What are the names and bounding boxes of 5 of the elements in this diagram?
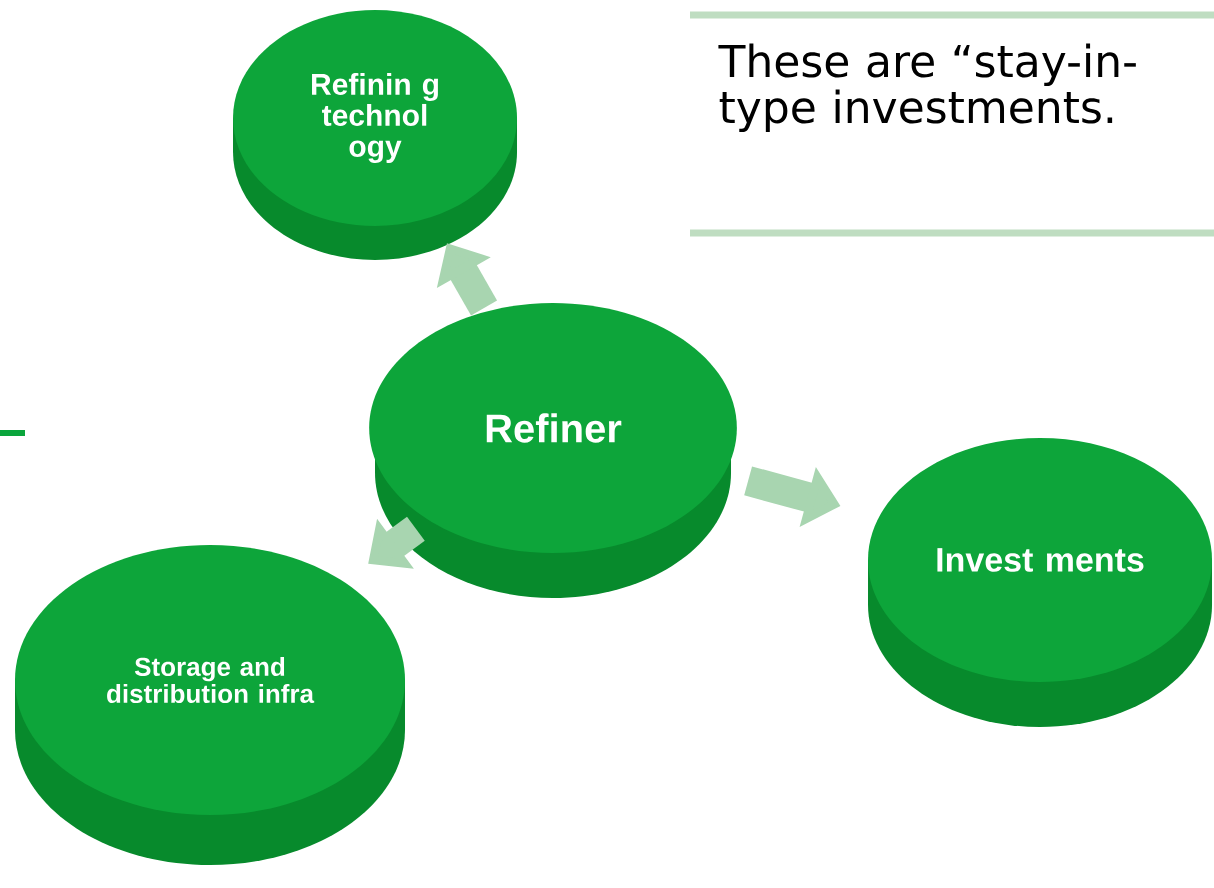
disc: Storage and distribution infra [15,545,405,865]
disc: Invest ments [868,438,1212,727]
disc: Refinin g technol ogy [233,10,517,260]
note-text: These are “stay-in- type investments. [718,43,1136,133]
disc: Refiner [369,303,737,598]
